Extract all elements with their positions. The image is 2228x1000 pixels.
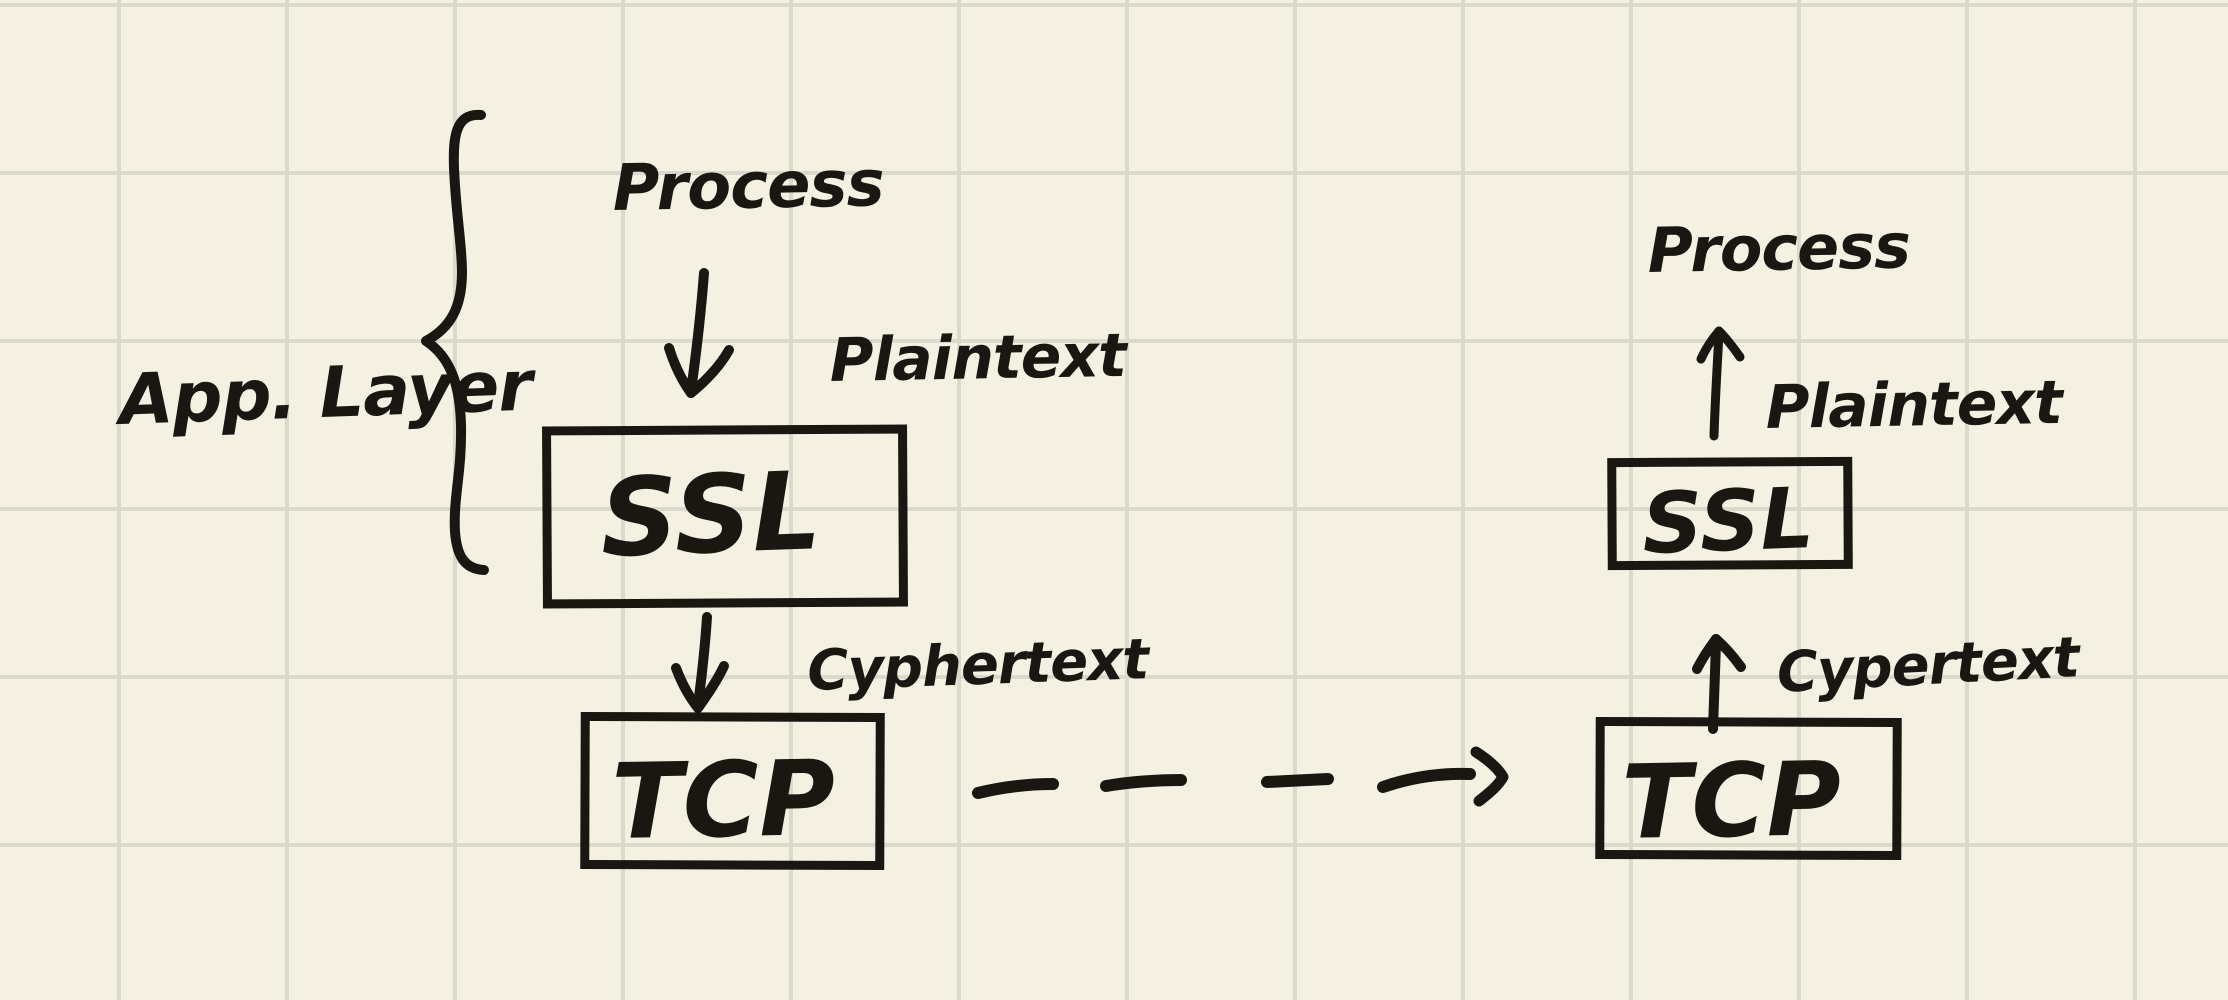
- receiver-ssl-label: SSL: [1641, 469, 1816, 573]
- transmission-dashed-arrow-icon: [972, 746, 1509, 807]
- sender-process-label: Process: [612, 147, 884, 226]
- sender-cyphertext-label: Cyphertext: [806, 627, 1152, 704]
- sender-plaintext-label: Plaintext: [829, 321, 1130, 396]
- receiver-plaintext-label: Plaintext: [1765, 368, 2066, 443]
- sender-down-arrow-plaintext-icon: [664, 268, 734, 398]
- sender-down-arrow-cyphertext-icon: [671, 612, 729, 713]
- receiver-tcp-box: [1595, 716, 1902, 861]
- receiver-stack: Process Plaintext SSL Cypertext TCP: [1595, 209, 2083, 863]
- receiver-up-arrow-plaintext-icon: [1696, 326, 1745, 441]
- sender-ssl-label: SSL: [598, 449, 823, 582]
- receiver-up-arrow-cypertext-icon: [1692, 634, 1746, 734]
- app-layer-label: App. Layer: [113, 344, 539, 441]
- sender-tcp-box: [580, 711, 885, 871]
- receiver-cypertext-label: Cypertext: [1775, 625, 2083, 706]
- receiver-process-label: Process: [1647, 209, 1911, 287]
- receiver-tcp-label: TCP: [1621, 740, 1842, 863]
- sender-tcp-label: TCP: [611, 737, 837, 863]
- receiver-ssl-box: [1607, 456, 1853, 571]
- app-layer-curly-brace: [421, 109, 489, 575]
- app-layer-annotation: App. Layer: [113, 109, 539, 575]
- sender-stack: Process Plaintext SSL Cyphertext TCP: [542, 147, 1152, 871]
- sender-ssl-box: [542, 424, 908, 609]
